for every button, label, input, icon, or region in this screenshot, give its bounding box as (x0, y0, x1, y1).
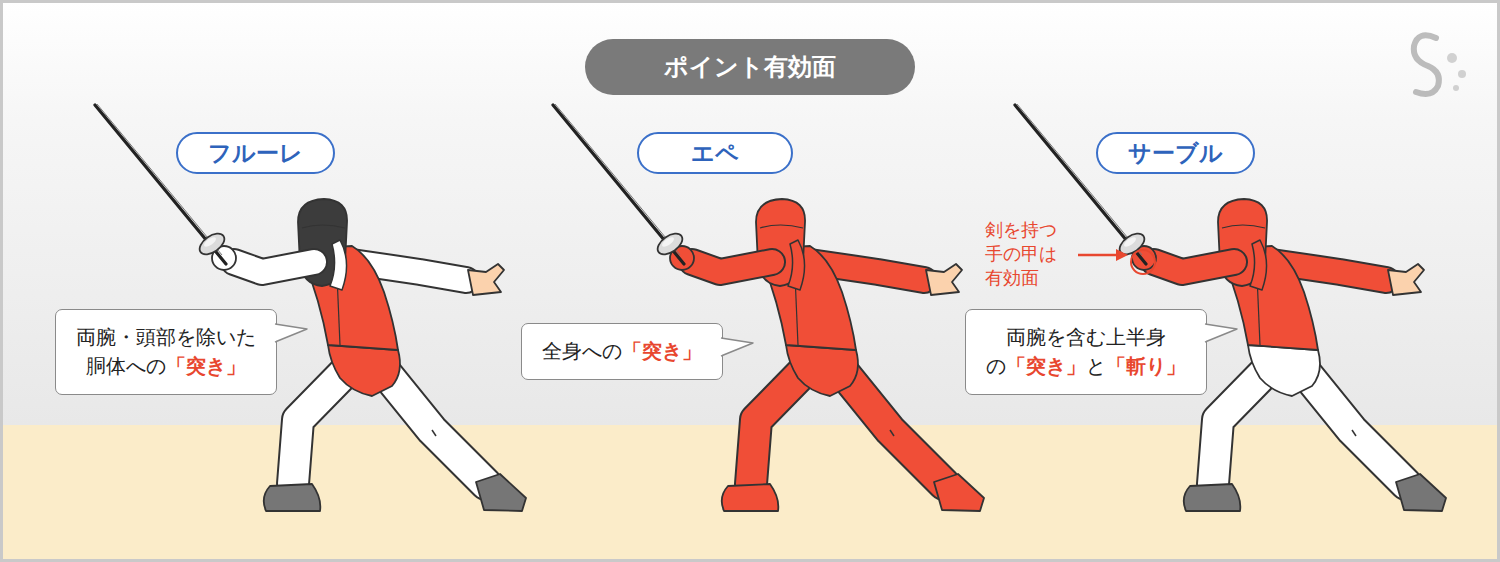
pointer-arrow (1078, 254, 1118, 257)
bubble-tail (275, 320, 309, 350)
annotation-note: 剣を持つ 手の甲は 有効面 (985, 218, 1068, 290)
emphasis-text: 「突き」 (1006, 354, 1086, 378)
bubble-text: 胴体への (86, 354, 166, 378)
emphasis-text: 「突き」 (166, 354, 246, 378)
bubble-text: 両腕を含む上半身 (1006, 325, 1166, 349)
title-pill: ポイント有効面 (585, 39, 915, 95)
emphasis-text: 「斬り」 (1106, 354, 1186, 378)
speech-bubble: 全身への「突き」 (521, 323, 723, 380)
bubble-text: 両腕・頭部を除いた (76, 325, 256, 349)
weapon-label: エペ (637, 132, 793, 174)
emphasis-text: 「突き」 (622, 339, 702, 363)
watermark-logo (1414, 35, 1466, 94)
figure-part (1447, 53, 1457, 63)
speech-bubble: 両腕・頭部を除いた胴体への「突き」 (55, 309, 277, 395)
bubble-text: 全身への (542, 339, 622, 363)
epee-fencer (553, 104, 984, 511)
pointer-arrowhead (1116, 249, 1128, 261)
bubble-tail (721, 334, 755, 364)
bubble-text: と (1086, 354, 1106, 378)
sabre-fencer (1015, 104, 1446, 511)
figure-part (1453, 85, 1459, 91)
figure-part (1414, 35, 1439, 94)
title-text: ポイント有効面 (664, 53, 836, 81)
figure-part (1458, 70, 1466, 78)
weapon-name: エペ (691, 140, 739, 166)
speech-bubble: 両腕を含む上半身の「突き」と「斬り」 (965, 309, 1207, 395)
bubble-tail (1205, 320, 1239, 350)
foil-fencer (95, 104, 526, 511)
weapon-label: サーブル (1096, 132, 1255, 174)
weapon-label: フルーレ (176, 132, 335, 174)
weapon-name: サーブル (1128, 140, 1223, 166)
bubble-text: の (986, 354, 1006, 378)
weapon-name: フルーレ (208, 140, 303, 166)
hand-highlight (1131, 250, 1155, 274)
